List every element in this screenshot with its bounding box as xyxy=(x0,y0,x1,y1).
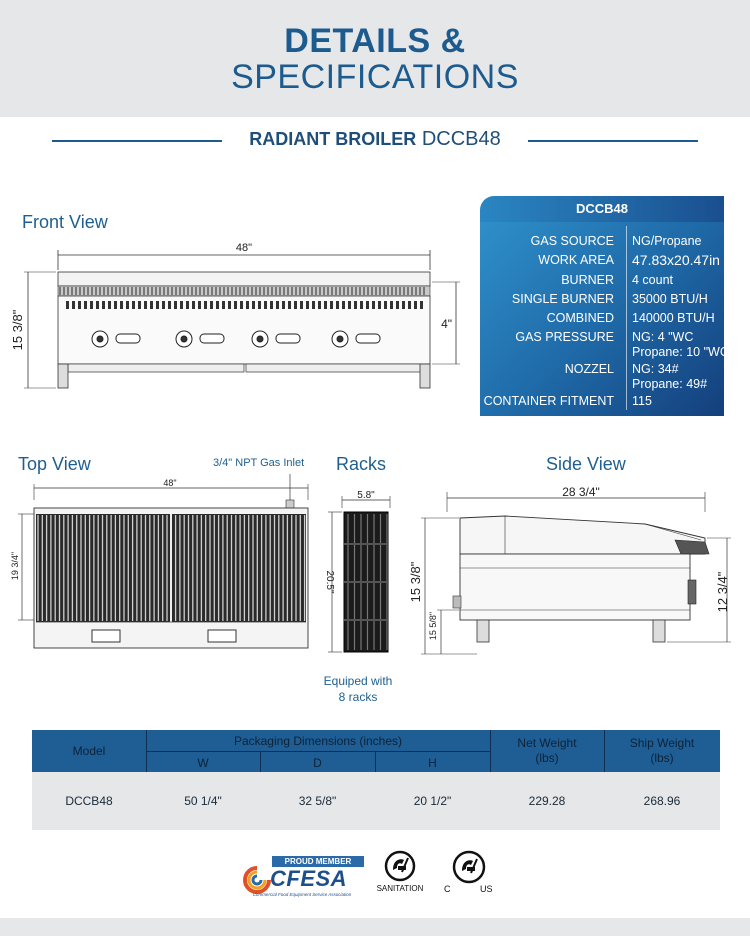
racks-label: Racks xyxy=(336,454,387,474)
spec-value: Propane: 49# xyxy=(632,377,708,391)
spec-key: BURNER xyxy=(561,273,614,287)
col-net-header-line2: (lbs) xyxy=(535,751,559,765)
spec-key: NOZZEL xyxy=(564,362,614,376)
cfesa-swirl-icon xyxy=(243,866,271,894)
col-ship-header-line1: Ship Weight xyxy=(629,736,695,750)
front-right-height-label: 4" xyxy=(441,317,452,331)
rack-note-line1: Equiped with xyxy=(323,674,393,688)
spec-value: 47.83x20.47in xyxy=(632,252,720,268)
rack-note-line2: 8 racks xyxy=(338,690,378,704)
spec-key: GAS SOURCE xyxy=(530,234,614,248)
spec-divider xyxy=(626,226,627,410)
cfesa-logo: PROUD MEMBER CFESA Commercial Food Equip… xyxy=(240,856,364,900)
spec-key: COMBINED xyxy=(546,311,614,325)
proud-member-banner: PROUD MEMBER xyxy=(272,856,364,867)
rack-drawing: 5.8" 20.5" xyxy=(324,490,391,653)
front-width-label: 48" xyxy=(236,242,252,254)
subtitle-rule-right xyxy=(528,140,698,142)
spec-body xyxy=(480,222,724,416)
csa-us-icon xyxy=(452,850,486,884)
spec-key: WORK AREA xyxy=(538,253,614,267)
rack-length-label: 20.5" xyxy=(324,570,335,593)
csa-us-logo: C US xyxy=(442,850,494,900)
top-view-label: Top View xyxy=(18,454,91,474)
top-depth-label: 19 3/4" xyxy=(10,552,20,580)
table-divider xyxy=(146,751,490,752)
header-band xyxy=(0,0,750,117)
front-view-drawing: 48" 15 3/8" 4" xyxy=(10,242,460,389)
col-ship-header-line2: (lbs) xyxy=(650,751,674,765)
top-width-label: 48" xyxy=(163,478,176,488)
spec-title: DCCB48 xyxy=(480,196,724,222)
cell-h: 20 1/2" xyxy=(413,794,452,808)
spec-value: 35000 BTU/H xyxy=(632,292,708,306)
front-view-label: Front View xyxy=(22,212,108,232)
cell-w: 50 1/4" xyxy=(184,794,222,808)
csa-us-text: US xyxy=(480,884,493,894)
col-w-header: W xyxy=(197,756,209,770)
page-title-line2: SPECIFICATIONS xyxy=(231,58,519,96)
spec-value: NG: 4 "WC xyxy=(632,330,694,344)
csa-sanitation-icon xyxy=(384,850,416,882)
product-model: DCCB48 xyxy=(421,128,501,150)
cell-ship-weight: 268.96 xyxy=(643,794,681,808)
table-body xyxy=(32,772,720,830)
cfesa-tagline: Commercial Food Equipment Service Associ… xyxy=(252,892,352,897)
col-net-header-line1: Net Weight xyxy=(517,736,577,750)
table-divider xyxy=(490,730,491,772)
spec-value: 115 xyxy=(632,394,652,408)
front-height-label: 15 3/8" xyxy=(10,309,25,350)
col-model-header: Model xyxy=(72,744,106,758)
top-view-drawing: 48" 19 3/4" xyxy=(10,474,309,649)
col-d-header: D xyxy=(313,756,322,770)
col-ship-header: Ship Weight (lbs) xyxy=(604,736,720,766)
cell-net-weight: 229.28 xyxy=(528,794,566,808)
cell-model: DCCB48 xyxy=(65,794,113,808)
side-depth-label: 28 3/4" xyxy=(562,485,600,499)
cell-d: 32 5/8" xyxy=(298,794,337,808)
cfesa-wordmark: CFESA xyxy=(270,866,348,891)
side-view-drawing: 28 3/4" 15 3/8" 15 5/8" 12 3/4" xyxy=(408,485,731,655)
spec-key: GAS PRESSURE xyxy=(515,330,614,344)
side-right-height-label: 12 3/4" xyxy=(715,571,730,612)
spec-value: 140000 BTU/H xyxy=(632,311,715,325)
spec-value: 4 count xyxy=(632,273,674,287)
col-packaging-header: Packaging Dimensions (inches) xyxy=(233,734,403,748)
gas-inlet-label: 3/4" NPT Gas Inlet xyxy=(213,457,305,469)
page-title-line1: DETAILS & xyxy=(284,22,466,60)
col-net-header: Net Weight (lbs) xyxy=(490,736,604,766)
spec-key: CONTAINER FITMENT xyxy=(483,394,614,408)
csa-c-text: C xyxy=(444,884,451,894)
col-h-header: H xyxy=(428,756,437,770)
table-divider xyxy=(375,752,376,772)
side-height-label: 15 3/8" xyxy=(408,561,423,602)
product-type: RADIANT BROILER xyxy=(249,129,417,149)
product-subtitle: RADIANT BROILER DCCB48 xyxy=(0,128,750,151)
spec-panel: DCCB48 GAS SOURCE NG/Propane WORK AREA 4… xyxy=(480,196,729,416)
rack-width-label: 5.8" xyxy=(357,490,375,501)
csa-sanitation-logo: SANITATION xyxy=(374,850,426,900)
table-divider xyxy=(604,730,605,772)
spec-value: Propane: 10 "WC xyxy=(632,345,729,359)
spec-key: SINGLE BURNER xyxy=(511,292,614,306)
spec-value: NG: 34# xyxy=(632,362,679,376)
table-divider xyxy=(260,752,261,772)
sanitation-text: SANITATION xyxy=(376,884,424,893)
side-view-label: Side View xyxy=(546,454,626,474)
packaging-table: Model Packaging Dimensions (inches) W D … xyxy=(32,730,720,830)
spec-value: NG/Propane xyxy=(632,234,702,248)
footer-band xyxy=(0,918,750,936)
subtitle-rule-left xyxy=(52,140,222,142)
side-leg-height-label: 15 5/8" xyxy=(428,612,438,640)
rack-note: Equiped with 8 racks xyxy=(322,673,394,705)
